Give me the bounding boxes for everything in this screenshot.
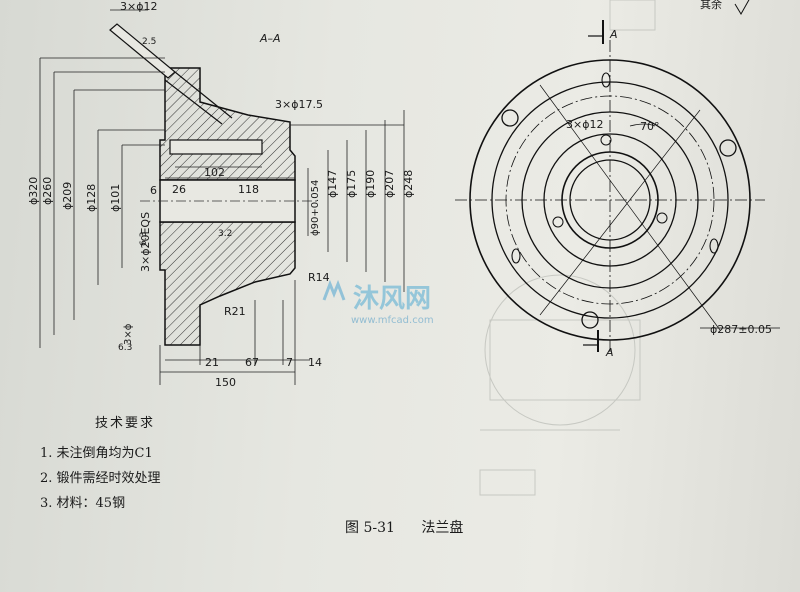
dim-hole175: 3×ϕ17.5 (275, 98, 323, 111)
note-item-2: 2. 锻件需经时效处理 (40, 471, 161, 486)
dim-phi207: ϕ207 (383, 170, 396, 198)
notes-title: 技术要求 (95, 416, 156, 431)
dim-14: 14 (308, 356, 322, 369)
dim-counterbore-depth: 2.5 (142, 37, 156, 47)
roughness-32: 3.2 (218, 229, 232, 239)
bleed-through (479, 0, 656, 496)
flange-hatch (159, 67, 296, 181)
dim-holes-eqs: 3×ϕ20EQS (139, 212, 152, 272)
dim-26: 26 (172, 183, 186, 196)
dim-phi147: ϕ147 (326, 170, 339, 198)
dim-holes-3: 3×ϕ (123, 323, 134, 345)
watermark: 沐风网 www.mfcad.com (325, 278, 434, 326)
dim-phi175: ϕ175 (345, 170, 358, 198)
dim-phi90: ϕ90+0.054 (310, 180, 321, 236)
dim-phi190: ϕ190 (364, 170, 377, 198)
figure-caption: 图 5-31 法兰盘 (345, 517, 485, 537)
dim-counterbore: 3×ϕ12 (120, 0, 157, 13)
dim-7: 7 (286, 356, 293, 369)
note-item-3: 3. 材料：45钢 (40, 496, 126, 511)
dim-phi320: ϕ320 (27, 177, 40, 205)
dim-phi260: ϕ260 (41, 177, 54, 205)
watermark-logo-icon (322, 279, 346, 304)
dim-phi101: ϕ101 (109, 184, 122, 212)
watermark-url: www.mfcad.com (351, 315, 434, 326)
dim-pcd: ϕ287±0.05 (710, 323, 772, 336)
dim-118: 118 (238, 183, 259, 196)
dim-phi248: ϕ248 (402, 170, 415, 198)
section-mark-bottom: A (605, 346, 614, 359)
dim-102: 102 (204, 166, 225, 179)
dim-21: 21 (205, 356, 219, 369)
dim-r21: R21 (224, 305, 246, 318)
dim-phi128: ϕ128 (85, 184, 98, 212)
dim-hole12: 3×ϕ12 (566, 118, 603, 131)
section-label: A–A (259, 32, 281, 45)
dim-phi209: ϕ209 (61, 182, 74, 210)
figure-title: 法兰盘 (421, 520, 464, 536)
watermark-name: 沐风网 (353, 284, 432, 314)
figure-number: 图 5-31 (345, 520, 395, 536)
section-mark-top: A (609, 28, 618, 41)
front-view (455, 0, 780, 355)
top-corner-note: 其余 (700, 0, 722, 11)
roughness-63b: 6.3 (118, 343, 132, 353)
note-item-1: 1. 未注倒角均为C1 (40, 446, 153, 461)
dim-67: 67 (245, 356, 259, 369)
dim-150: 150 (215, 376, 236, 389)
dim-angle: 70° (640, 120, 660, 133)
flange-hatch-lower (159, 221, 296, 346)
section-view: A–A (27, 0, 415, 389)
roughness-63: 6.3 (139, 232, 149, 246)
dim-6: 6 (150, 184, 157, 197)
dim-r14: R14 (308, 271, 330, 284)
